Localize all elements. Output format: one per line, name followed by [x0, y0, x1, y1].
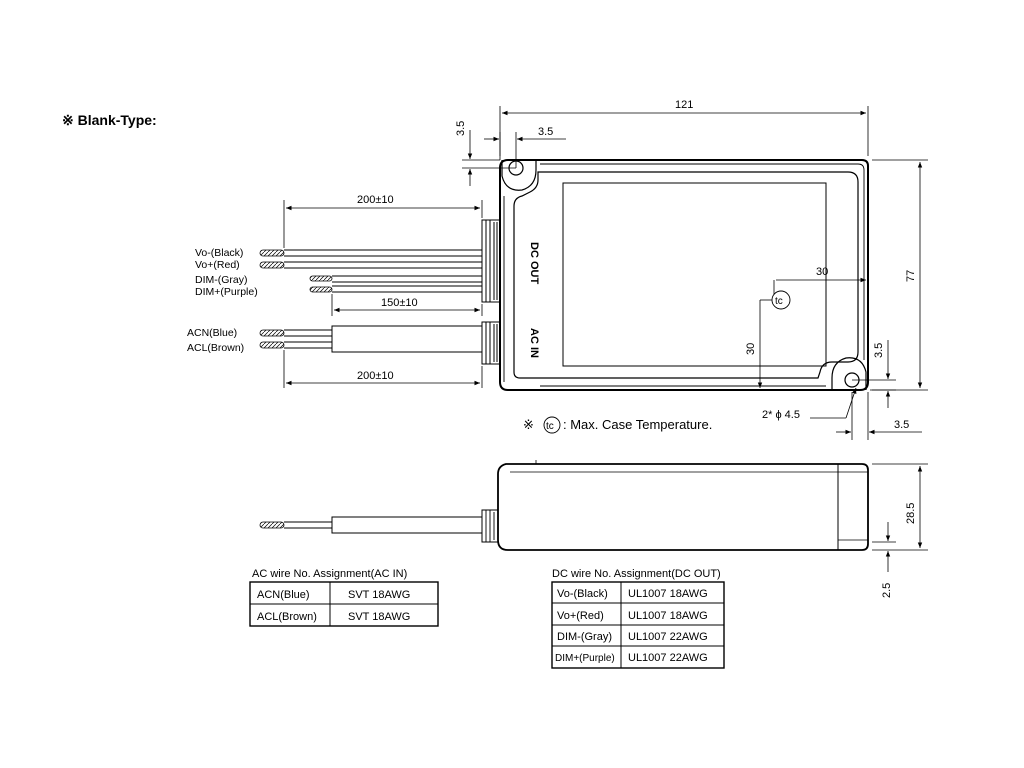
ac-gland [481, 321, 501, 365]
tc-note: ※ tc : Max. Case Temperature. [523, 416, 712, 434]
mount-ear-bottom-right [831, 357, 867, 390]
dim-label-150: 150±10 [381, 297, 418, 309]
dim-label-hole-dia: 2* ϕ 4.5 [762, 409, 800, 421]
dim-label-3-5-horizontal: 3.5 [538, 126, 553, 138]
dim-label-3-5-br-v: 3.5 [873, 343, 885, 358]
dim-label-3-5-br-h: 3.5 [894, 419, 909, 431]
dc-wire-ends [259, 249, 333, 293]
dim-label-77: 77 [905, 270, 917, 282]
dim-side-height [872, 463, 928, 572]
dim-label-28-5: 28.5 [905, 503, 917, 524]
port-label-dc-out: DC OUT [528, 242, 540, 284]
ac-wire-ends [259, 329, 285, 349]
dim-ac-wire-length [283, 350, 483, 388]
dim-label-tc-30-h: 30 [816, 266, 828, 278]
dc-table-row-1-wire: Vo-(Black) [557, 588, 608, 600]
dc-table-caption: DC wire No. Assignment(DC OUT) [552, 568, 721, 580]
case-top-panel [513, 171, 859, 379]
tc-note-prefix: ※ [523, 417, 534, 432]
dim-label-3-5-vertical: 3.5 [455, 121, 467, 136]
ac-table [249, 581, 439, 627]
dim-hole-offset-top [462, 130, 566, 186]
tc-point-label: tc [775, 296, 783, 307]
dc-table-row-3-spec: UL1007 22AWG [628, 631, 708, 643]
dc-table-row-2-spec: UL1007 18AWG [628, 610, 708, 622]
dim-label-121: 121 [675, 99, 693, 111]
mount-ear-top-left [501, 160, 537, 191]
ac-table-row-2-spec: SVT 18AWG [348, 611, 410, 623]
wire-label-dim-plus: DIM+(Purple) [195, 286, 258, 298]
port-label-ac-in: AC IN [528, 328, 540, 358]
ac-table-row-1-spec: SVT 18AWG [348, 589, 410, 601]
dc-table [551, 581, 725, 669]
case-inner-flange [503, 163, 865, 387]
ac-table-caption: AC wire No. Assignment(AC IN) [252, 568, 407, 580]
side-view [284, 460, 869, 551]
case-outline [499, 159, 869, 391]
dc-table-row-2-wire: Vo+(Red) [557, 610, 604, 622]
dim-dc-wire-length [283, 200, 483, 248]
dim-label-tc-30-v: 30 [745, 343, 757, 355]
dc-wires [284, 249, 482, 293]
side-cable [331, 516, 483, 534]
wire-label-acl: ACL(Brown) [187, 342, 244, 354]
tc-note-symbol: tc [546, 421, 554, 432]
tc-point-icon [771, 290, 791, 310]
ac-table-row-2-wire: ACL(Brown) [257, 611, 317, 623]
ac-wires [284, 325, 483, 353]
heading: ※ Blank-Type: [62, 112, 157, 128]
dc-table-row-4-spec: UL1007 22AWG [628, 652, 708, 664]
wire-label-vo-plus: Vo+(Red) [195, 259, 240, 271]
dim-dim-wire-length [331, 294, 483, 316]
dim-overall-width [499, 106, 869, 156]
top-view [499, 159, 869, 391]
dc-table-row-3-wire: DIM-(Gray) [557, 631, 612, 643]
dc-table-row-4-wire: DIM+(Purple) [555, 653, 615, 664]
wire-label-acn: ACN(Blue) [187, 327, 237, 339]
dc-gland [481, 219, 501, 303]
side-body [497, 463, 869, 551]
label-window [562, 182, 827, 367]
dim-label-2-5: 2.5 [881, 583, 893, 598]
tc-note-icon [543, 416, 561, 434]
dim-label-dc-200: 200±10 [357, 194, 394, 206]
ac-table-row-1-wire: ACN(Blue) [257, 589, 310, 601]
side-wire-end [259, 521, 285, 529]
dim-hole-offset-bottom [810, 340, 922, 440]
wire-label-vo-minus: Vo-(Black) [195, 247, 243, 259]
tc-note-text: : Max. Case Temperature. [563, 417, 712, 432]
dc-table-row-1-spec: UL1007 18AWG [628, 588, 708, 600]
wire-label-dim-minus: DIM-(Gray) [195, 274, 248, 286]
dim-label-ac-200: 200±10 [357, 370, 394, 382]
